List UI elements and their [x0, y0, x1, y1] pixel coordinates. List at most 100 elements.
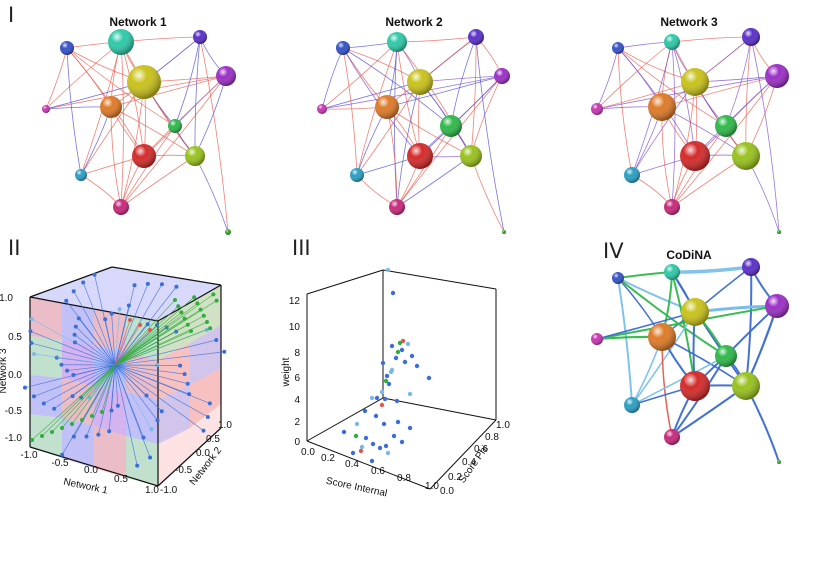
node-highlight	[681, 298, 709, 326]
cube-ray	[114, 364, 181, 366]
cube-point	[29, 341, 34, 346]
y-tick-3: 0.0	[196, 448, 210, 459]
cube-ray	[114, 315, 204, 366]
node-highlight	[765, 64, 789, 88]
cube-ray	[74, 342, 116, 366]
cube-point	[145, 322, 150, 327]
cube-ray	[65, 300, 116, 366]
network-edge	[342, 47, 358, 176]
cube-ray	[81, 364, 116, 421]
cube-ray	[61, 364, 116, 429]
cube-ray	[111, 313, 116, 366]
cube-point	[71, 289, 76, 294]
scatter-point	[369, 458, 375, 464]
scatter-point	[391, 433, 397, 439]
scatter-point	[385, 450, 391, 456]
cube-ray	[30, 330, 116, 366]
scatter-point	[379, 402, 385, 408]
cube-ray	[82, 282, 116, 366]
cube-point	[128, 318, 132, 322]
si-tick-0: 0.0	[301, 447, 315, 458]
scatter-frame-edge	[382, 269, 497, 290]
scatter-point	[414, 363, 420, 369]
w-tick-8: 8	[294, 348, 300, 359]
node-highlight	[113, 199, 129, 215]
cube-ray	[101, 364, 116, 413]
cube-point	[214, 298, 219, 303]
cube-side-block	[190, 285, 221, 343]
cube-ray	[71, 364, 116, 425]
cube-point	[80, 418, 84, 422]
scatter-frame-edge	[382, 397, 497, 421]
cube-ray	[73, 291, 116, 366]
network-edge	[671, 41, 676, 208]
cube-point	[73, 324, 78, 329]
scatter-point	[394, 398, 400, 404]
x-tick-2: -0.5	[51, 458, 69, 469]
scatter-point	[400, 338, 406, 344]
w-tick-6: 6	[294, 373, 300, 384]
cube-ray	[114, 300, 217, 366]
cube-point	[103, 317, 108, 322]
scatter-point	[379, 389, 385, 395]
network-edge	[199, 36, 229, 233]
cube-edge	[29, 446, 159, 487]
network-edge	[745, 266, 753, 387]
scatter-point	[389, 343, 395, 349]
network-edge	[396, 75, 503, 208]
node-highlight	[42, 105, 50, 113]
x-tick-1: -1.0	[20, 450, 38, 461]
cube-ray	[114, 305, 179, 366]
cube-ray	[114, 324, 148, 366]
sp-tick-1: 0.2	[448, 472, 462, 483]
cube-point	[32, 352, 37, 357]
network-edge	[470, 36, 477, 157]
w-tick-0: 0	[294, 437, 300, 448]
cube-point	[60, 426, 64, 430]
node-highlight	[732, 372, 760, 400]
cube-ray	[33, 353, 116, 366]
scatter-frame-edge	[306, 397, 384, 442]
scatter-point	[341, 429, 347, 435]
scatter-point	[370, 441, 376, 447]
cube-ray	[43, 364, 116, 404]
scatter-point	[383, 378, 389, 384]
z-tick-1: 1.0	[0, 293, 13, 304]
scatter-point	[405, 341, 411, 347]
scatter-point	[381, 421, 387, 427]
cube-ray	[67, 364, 116, 371]
network-edge	[396, 155, 472, 208]
node-highlight	[591, 333, 603, 345]
cube-region-block	[94, 426, 126, 478]
cube-point	[115, 403, 120, 408]
cube-ray	[114, 351, 225, 366]
network-edge	[617, 271, 673, 279]
network-edge	[45, 47, 68, 110]
cube-region-block	[126, 392, 158, 444]
cube-point	[117, 307, 122, 312]
network-edge	[194, 75, 227, 157]
node-highlight	[350, 168, 364, 182]
network-edge	[596, 41, 673, 110]
scatter-point	[374, 395, 380, 401]
cube-ray	[53, 364, 116, 410]
cube-region-block	[62, 340, 94, 386]
cube-point	[155, 363, 159, 367]
cube-point	[100, 410, 104, 414]
cube-ray	[114, 364, 188, 385]
node-highlight	[193, 30, 207, 44]
cube-ray	[114, 319, 131, 366]
cube-ray	[114, 329, 151, 366]
cube-point	[144, 393, 149, 398]
scatter-point	[386, 381, 392, 387]
network-edge	[66, 47, 82, 176]
cube-point	[201, 428, 206, 433]
cube-point	[71, 434, 76, 439]
si-tick-1: 0.2	[321, 453, 335, 464]
cube-point	[159, 282, 164, 287]
weight-axis-label: weight	[281, 357, 292, 387]
network-1-title: Network 1	[109, 15, 167, 29]
network-edge	[396, 81, 421, 208]
cube-edge	[157, 427, 222, 487]
